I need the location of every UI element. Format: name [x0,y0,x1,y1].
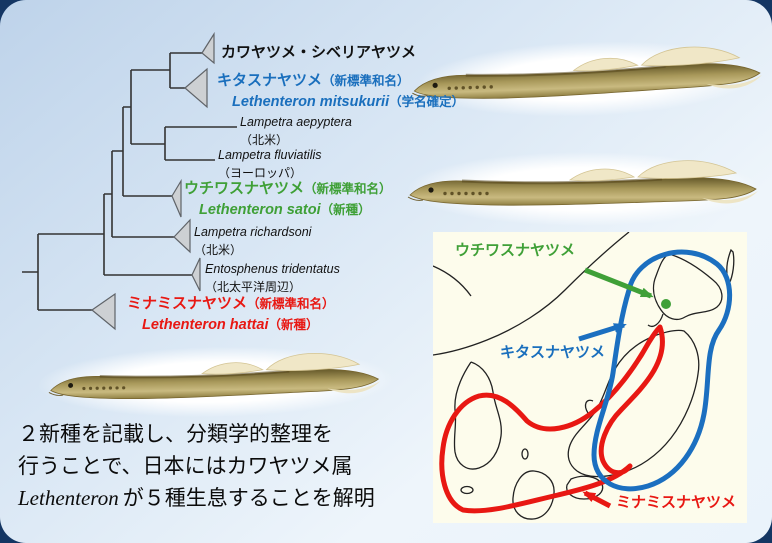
caption-species-name: Lethenteron [18,486,119,510]
tree-branch-lines [22,52,237,311]
taxon-label-kitasunayatsume: キタスナヤツメ（新標準和名） [217,72,410,90]
taxon-latin-suffix: （新種） [268,318,319,332]
taxon-label-richardsoni: Lampetra richardsoni （北米） [194,223,311,258]
jeju-island [460,485,474,495]
lamprey-illustration-1 [412,46,762,99]
taxon-region: （北米） [240,132,289,147]
taxon-latin: Lampetra aepyptera [240,115,352,129]
tsushima-island [521,448,529,460]
lamprey-illustration-2 [407,160,758,206]
red-arrow [582,490,612,509]
lamprey-photo-2 [398,150,770,228]
hokkaido-outline [652,253,723,321]
taxon-latin: Lampetra richardsoni [194,225,312,239]
caption: ２新種を記載し、分類学的整理を 行うことで、日本にはカワヤツメ属 Lethent… [18,418,375,514]
caption-line-3-rest: が５種生息することを解明 [122,486,375,510]
taxon-label-uchiwasunayatsume: ウチワスナヤツメ（新標準和名） [184,180,392,198]
clade-triangle-richardsoni [173,218,191,254]
map-label-uchiwasunayatsume: ウチワスナヤツメ [455,242,576,259]
taxon-latin-suffix: （新種） [320,203,371,217]
caption-line-2: 行うことで、日本にはカワヤツメ属 [18,454,353,478]
taxon-name-suffix: （新標準和名） [322,74,410,88]
taxon-latin-suffix: （学名確定） [389,95,465,109]
clade-triangle-uchiwasunayatsume [171,178,182,218]
caption-line-1: ２新種を記載し、分類学的整理を [18,422,333,446]
taxon-region: （北米） [194,242,243,257]
taxon-latin: Entosphenus tridentatus [205,262,340,276]
taxon-label-minamisunayatsume: ミナミスナヤツメ（新標準和名） [127,295,335,313]
taxon-name: ミナミスナヤツメ [127,295,248,312]
taxon-name: ウチワスナヤツメ [184,180,305,197]
lamprey-illustration-3 [48,353,381,400]
taxon-region: （北太平洋周辺） [205,279,302,294]
noto-peninsula [584,399,594,414]
blue-arrow [578,322,627,342]
taxon-latin-minamisunayatsume: Lethenteron hattai（新種） [142,316,319,334]
coastline-outlines [432,231,735,520]
lamprey-photo-3 [27,341,404,423]
green-arrow [584,267,654,299]
taxon-name-suffix: （新標準和名） [304,182,392,196]
taxon-region: （ヨーロッパ） [218,165,303,180]
taxon-name: キタスナヤツメ [217,72,323,89]
taxon-label-kawayatsume: カワヤツメ・シベリアヤツメ [221,44,416,62]
lamprey-photo-1 [406,33,770,125]
kyushu-outline [512,470,555,520]
green-dot [661,299,671,309]
taxon-latin-kitasunayatsume: Lethenteron mitsukurii（学名確定） [232,93,464,111]
mainland-coast-2 [432,265,472,297]
taxon-latin-uchiwasunayatsume: Lethenteron satoi（新種） [199,201,371,219]
taxon-name: カワヤツメ・シベリアヤツメ [221,44,417,61]
clade-triangle-minamisunayatsume [91,292,116,331]
map-svg [432,231,735,520]
oshima-peninsula [647,313,664,328]
taxon-latin: Lethenteron satoi [199,202,321,218]
taxon-label-tridentatus: Entosphenus tridentatus （北太平洋周辺） [205,260,340,295]
taxon-label-aepyptera: Lampetra aepyptera （北米） [240,113,352,148]
taxon-latin: Lethenteron mitsukurii [232,94,390,110]
mainland-coast [432,231,630,356]
taxon-label-fluviatilis: Lampetra fluviatilis （ヨーロッパ） [218,146,322,181]
clade-triangle-tridentatus [191,257,201,292]
blue-range-outline [591,249,733,492]
taxon-name-suffix: （新標準和名） [247,297,335,311]
clade-triangle-kitasunayatsume [184,67,208,109]
clade-triangle-kawayatsume [201,31,215,65]
distribution-map: ウチワスナヤツメ キタスナヤツメ ミナミスナヤツメ [432,231,747,523]
taxon-latin: Lampetra fluviatilis [218,148,322,162]
taxon-latin: Lethenteron hattai [142,317,269,333]
map-label-minamisunayatsume: ミナミスナヤツメ [616,494,737,511]
red-range-outline [439,324,665,514]
map-label-kitasunayatsume: キタスナヤツメ [500,344,606,361]
korea-outline [453,361,502,470]
honshu-outline [567,329,700,478]
